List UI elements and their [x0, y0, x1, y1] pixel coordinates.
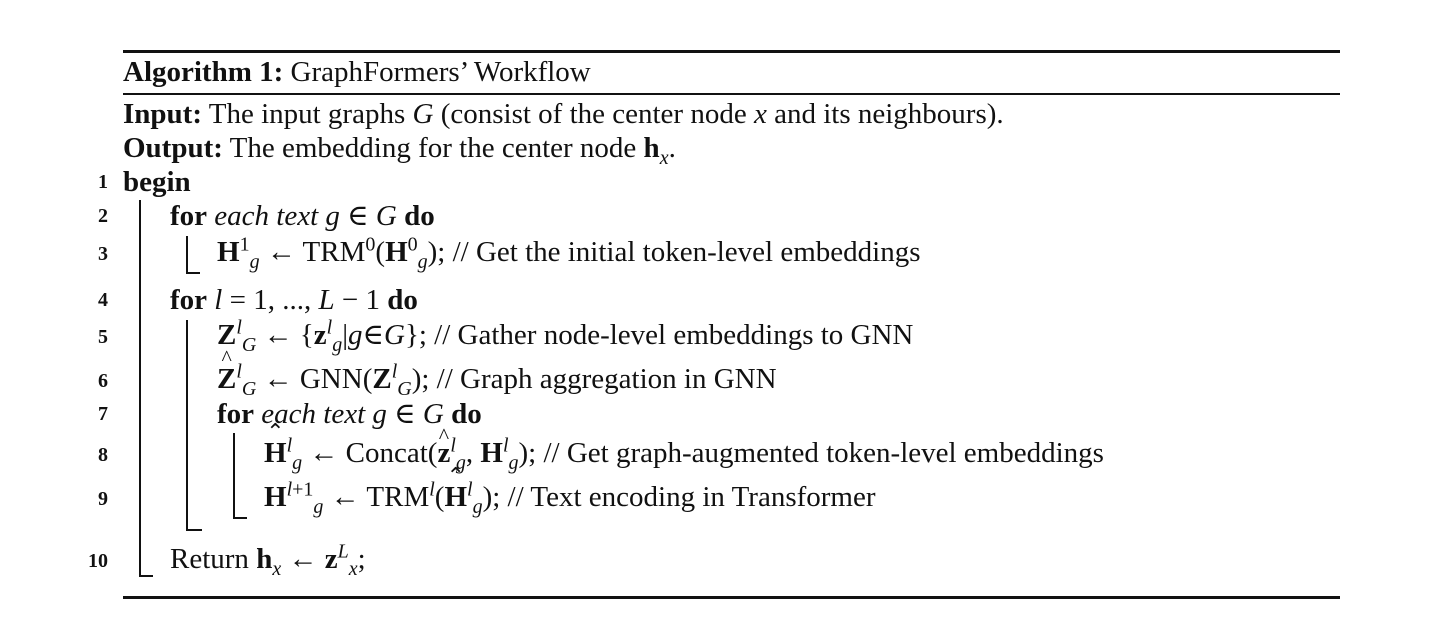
inner-loop-end	[233, 517, 247, 519]
inner-loop-bar	[233, 433, 235, 518]
algorithm-title: Algorithm 1: GraphFormers’ Workflow	[123, 56, 591, 88]
begin-block-bar	[139, 200, 141, 576]
line-number: 10	[88, 550, 108, 572]
top-rule	[123, 50, 1340, 53]
line-return: Return hx ← zLx;	[170, 540, 366, 580]
input-label: Input:	[123, 98, 202, 130]
input-line: Input: The input graphs G (consist of th…	[123, 97, 1004, 131]
line-for-each-text: for each text g ∈ G do	[170, 200, 435, 232]
input-text: The input graphs G (consist of the cente…	[208, 98, 1004, 130]
line-concat: ⌃Hlg ← Concat(^zlg, Hlg); // Get graph-a…	[264, 419, 1104, 474]
line-gather-nodes: ZlG ← {zlg|g∈G}; // Gather node-level em…	[217, 316, 914, 356]
line-number: 3	[98, 243, 108, 265]
line-number: 7	[98, 403, 108, 425]
layer-loop-bar	[186, 320, 188, 530]
line-for-each-text-inner: for each text g ∈ G do	[217, 398, 482, 430]
line-begin: begin	[123, 166, 191, 198]
line-number: 6	[98, 370, 108, 392]
title-rule	[123, 93, 1340, 95]
output-text: The embedding for the center node hx.	[229, 132, 676, 169]
line-for-layers: for l = 1, ..., L − 1 do	[170, 284, 418, 316]
layer-loop-end	[186, 529, 202, 531]
line-number: 8	[98, 444, 108, 466]
line-number: 5	[98, 326, 108, 348]
output-label: Output:	[123, 132, 223, 164]
line-number: 4	[98, 289, 108, 311]
line-text-encoding: Hl+1g ← TRMl(⌃Hlg); // Text encoding in …	[264, 463, 876, 518]
for-block-end	[186, 272, 200, 274]
bottom-rule	[123, 596, 1340, 599]
line-initial-embeddings: H1g ← TRM0(H0g); // Get the initial toke…	[217, 233, 921, 273]
for-block-bar	[186, 236, 188, 273]
line-number: 9	[98, 488, 108, 510]
line-number: 2	[98, 205, 108, 227]
line-graph-aggregation: ^ZlG ← GNN(ZlG); // Graph aggregation in…	[217, 345, 777, 400]
output-line: Output: The embedding for the center nod…	[123, 131, 676, 169]
line-number: 1	[98, 171, 108, 193]
begin-block-end	[139, 575, 153, 577]
